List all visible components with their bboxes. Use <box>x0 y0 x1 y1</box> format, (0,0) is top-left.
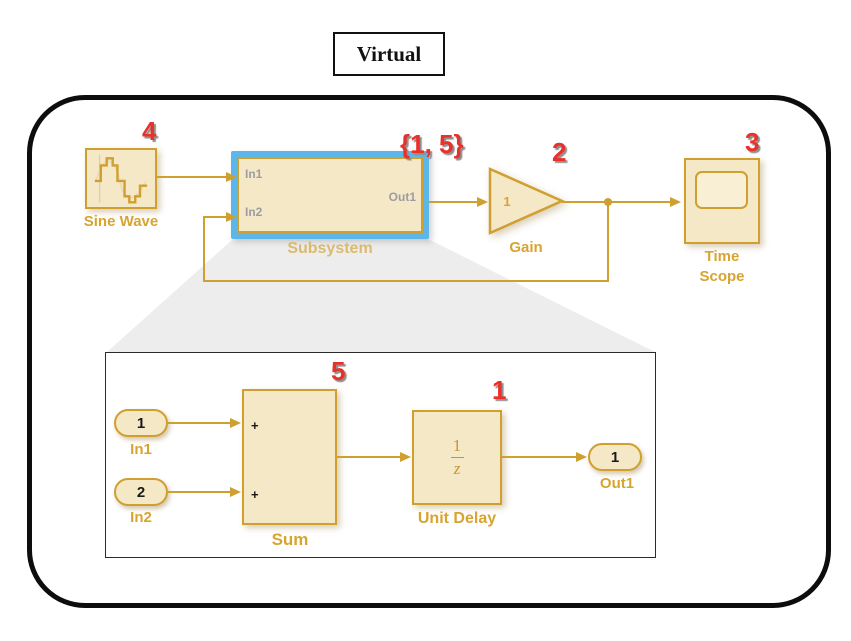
time-scope-block[interactable] <box>684 158 760 244</box>
wire-feedback-to-in2[interactable] <box>203 202 609 282</box>
unit-delay-fraction-icon: 1 z <box>414 412 500 503</box>
unit-delay-block[interactable]: 1 z <box>412 410 502 505</box>
subsystem-contents-box <box>105 352 656 558</box>
gain-value: 1 <box>503 194 511 209</box>
unit-delay-fraction-bar <box>450 457 464 458</box>
subsystem-port-in1: In1 <box>245 167 263 181</box>
annotation-sum-order: 5 <box>331 356 346 386</box>
inner-in2-label: In2 <box>130 509 152 526</box>
gain-label: Gain <box>509 239 543 256</box>
sine-icon-smooth-curve <box>95 160 147 199</box>
inner-out1-block[interactable]: 1 <box>588 443 642 471</box>
diagram-title-box: Virtual <box>333 32 445 76</box>
sine-icon-stepped-wave <box>94 157 148 204</box>
subsystem-label: Subsystem <box>287 240 373 257</box>
subsystem-port-out1: Out1 <box>388 190 416 204</box>
annotation-sine-order: 4 <box>142 116 157 146</box>
unit-delay-label: Unit Delay <box>417 510 497 527</box>
annotation-subsystem-order: {1, 5} <box>400 129 464 159</box>
unit-delay-denominator: z <box>453 459 461 478</box>
time-scope-label-line2: Scope <box>699 268 745 285</box>
inner-in2-number: 2 <box>136 483 146 501</box>
inner-in1-label: In1 <box>130 441 152 458</box>
gain-block[interactable] <box>488 167 566 235</box>
annotation-unit-delay-order: 1 <box>492 375 507 405</box>
unit-delay-numerator: 1 <box>452 436 462 456</box>
time-scope-label-line1: Time <box>704 248 740 265</box>
sine-wave-icon <box>94 154 148 204</box>
sum-plus-top: + <box>251 418 259 433</box>
diagram-title: Virtual <box>356 41 422 66</box>
inner-in1-block[interactable]: 1 <box>114 409 168 437</box>
annotation-gain-order: 2 <box>552 137 567 167</box>
subsystem-block[interactable]: In1 In2 Out1 <box>231 151 429 239</box>
subsystem-port-in2: In2 <box>245 205 263 219</box>
inner-in2-block[interactable]: 2 <box>114 478 168 506</box>
sine-wave-label: Sine Wave <box>83 213 159 230</box>
model-boundary <box>27 95 831 608</box>
inner-out1-number: 1 <box>610 448 620 466</box>
annotation-scope-order: 3 <box>745 127 760 157</box>
sum-plus-bottom: + <box>251 487 259 502</box>
sum-label: Sum <box>271 530 309 549</box>
inner-out1-label: Out1 <box>599 475 635 492</box>
sum-block[interactable]: + + <box>242 389 337 525</box>
sine-wave-block[interactable] <box>85 148 157 209</box>
subsystem-body[interactable]: In1 In2 Out1 <box>237 157 423 233</box>
inner-in1-number: 1 <box>136 414 146 432</box>
scope-screen-icon <box>695 171 748 209</box>
